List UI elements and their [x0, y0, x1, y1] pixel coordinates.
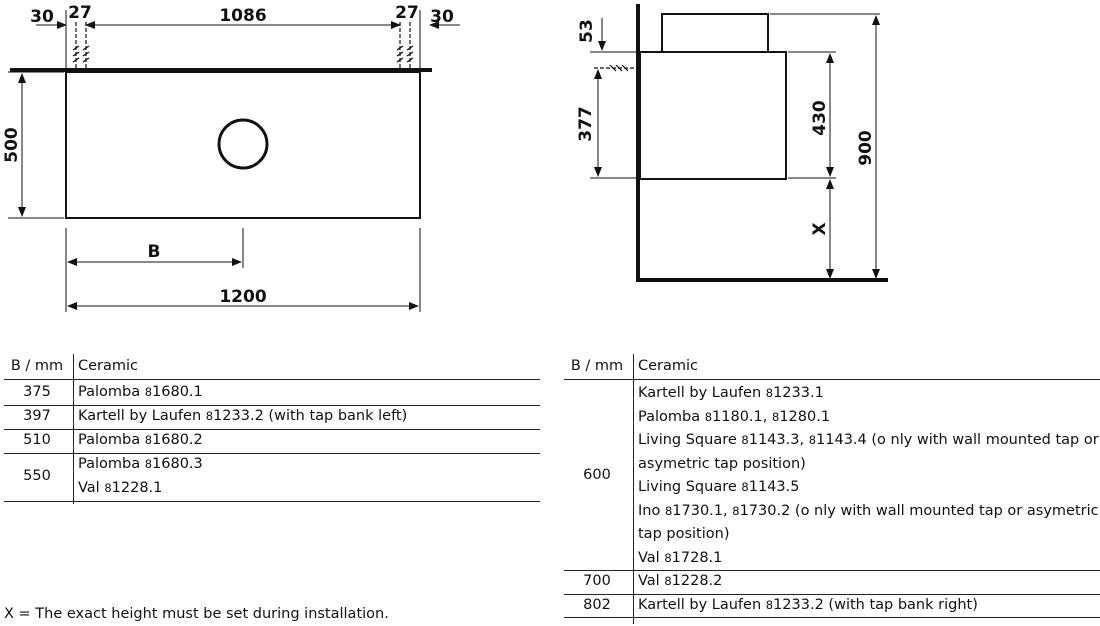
- dim-total-height-label: 900: [856, 130, 876, 166]
- table-cell-b: 510: [23, 432, 51, 448]
- cabinet-side: [639, 51, 787, 180]
- front-view: [8, 10, 460, 312]
- table-header-ceramic: Ceramic: [78, 358, 139, 374]
- dim-cabinet-height-label: 430: [810, 100, 830, 136]
- ceramic-table-left: B / mm Ceramic 375 Palomba 81680.1 397 Kart…: [4, 354, 540, 504]
- cabinet-front: [65, 71, 421, 219]
- table-cell-b: 550: [23, 468, 51, 484]
- table-cell-ceramic: tap position): [638, 526, 730, 542]
- dim-tap-left-label: 27: [68, 3, 92, 23]
- table-cell-ceramic: Kartell by Laufen 81233.1: [638, 385, 824, 401]
- table-header-ceramic: Ceramic: [638, 358, 699, 374]
- table-cell-ceramic: Ino 81730.1, 81730.2 (o nly with wall mo…: [638, 502, 1099, 519]
- table-cell-ceramic: Palomba 81680.3: [78, 456, 203, 472]
- dim-edge-left-label: 30: [30, 7, 54, 27]
- table-header-b: B / mm: [10, 358, 64, 374]
- technical-drawings: 30 27 1086 27 30 500 B 1200 53 377 43: [2, 3, 888, 312]
- table-cell-ceramic: Val 81228.1: [78, 480, 163, 496]
- tap-fixing-left: [72, 22, 90, 68]
- dim-tap-height-label: 377: [576, 106, 596, 142]
- table-cell-b: 700: [583, 573, 611, 589]
- table-cell-b: 375: [23, 384, 51, 400]
- installation-note: X = The exact height must be set during …: [4, 606, 389, 622]
- table-cell-b: 397: [23, 408, 51, 424]
- table-cell-b: 802: [583, 596, 611, 613]
- dim-width-label: 1200: [219, 287, 266, 307]
- dim-height-label: 500: [2, 127, 22, 163]
- table-cell-ceramic: Kartell by Laufen 81233.2 (with tap bank…: [78, 408, 408, 424]
- table-cell-ceramic: Val 81228.2: [638, 573, 723, 589]
- basin-outline: [661, 13, 769, 53]
- dim-x-label: X: [810, 222, 830, 235]
- dim-span-label: 1086: [219, 6, 266, 26]
- table-cell-ceramic: Palomba 81680.2: [78, 432, 203, 448]
- table-cell-ceramic: asymetric tap position): [638, 455, 806, 472]
- drawer-knob: [217, 118, 269, 170]
- tap-fixing-right: [396, 22, 414, 68]
- side-view: [590, 4, 888, 282]
- dim-edge-right-label: 30: [430, 7, 454, 27]
- table-cell-ceramic: Living Square 81143.3, 81143.4 (o nly wi…: [638, 432, 1099, 448]
- table-cell-ceramic: Palomba 81180.1, 81280.1: [638, 408, 831, 425]
- dim-b-label: B: [148, 242, 161, 262]
- table-header-b: B / mm: [570, 358, 624, 374]
- table-cell-ceramic: Living Square 81143.5: [638, 479, 800, 495]
- dim-tap-right-label: 27: [395, 3, 419, 23]
- table-cell-ceramic: Palomba 81680.1: [78, 384, 203, 400]
- tap-connection: [594, 64, 638, 72]
- table-cell-b: 600: [583, 467, 611, 484]
- table-cell-ceramic: Kartell by Laufen 81233.2 (with tap bank…: [638, 596, 978, 613]
- table-cell-ceramic: Val 81728.1: [638, 549, 723, 566]
- dim-top-label: 53: [577, 19, 597, 43]
